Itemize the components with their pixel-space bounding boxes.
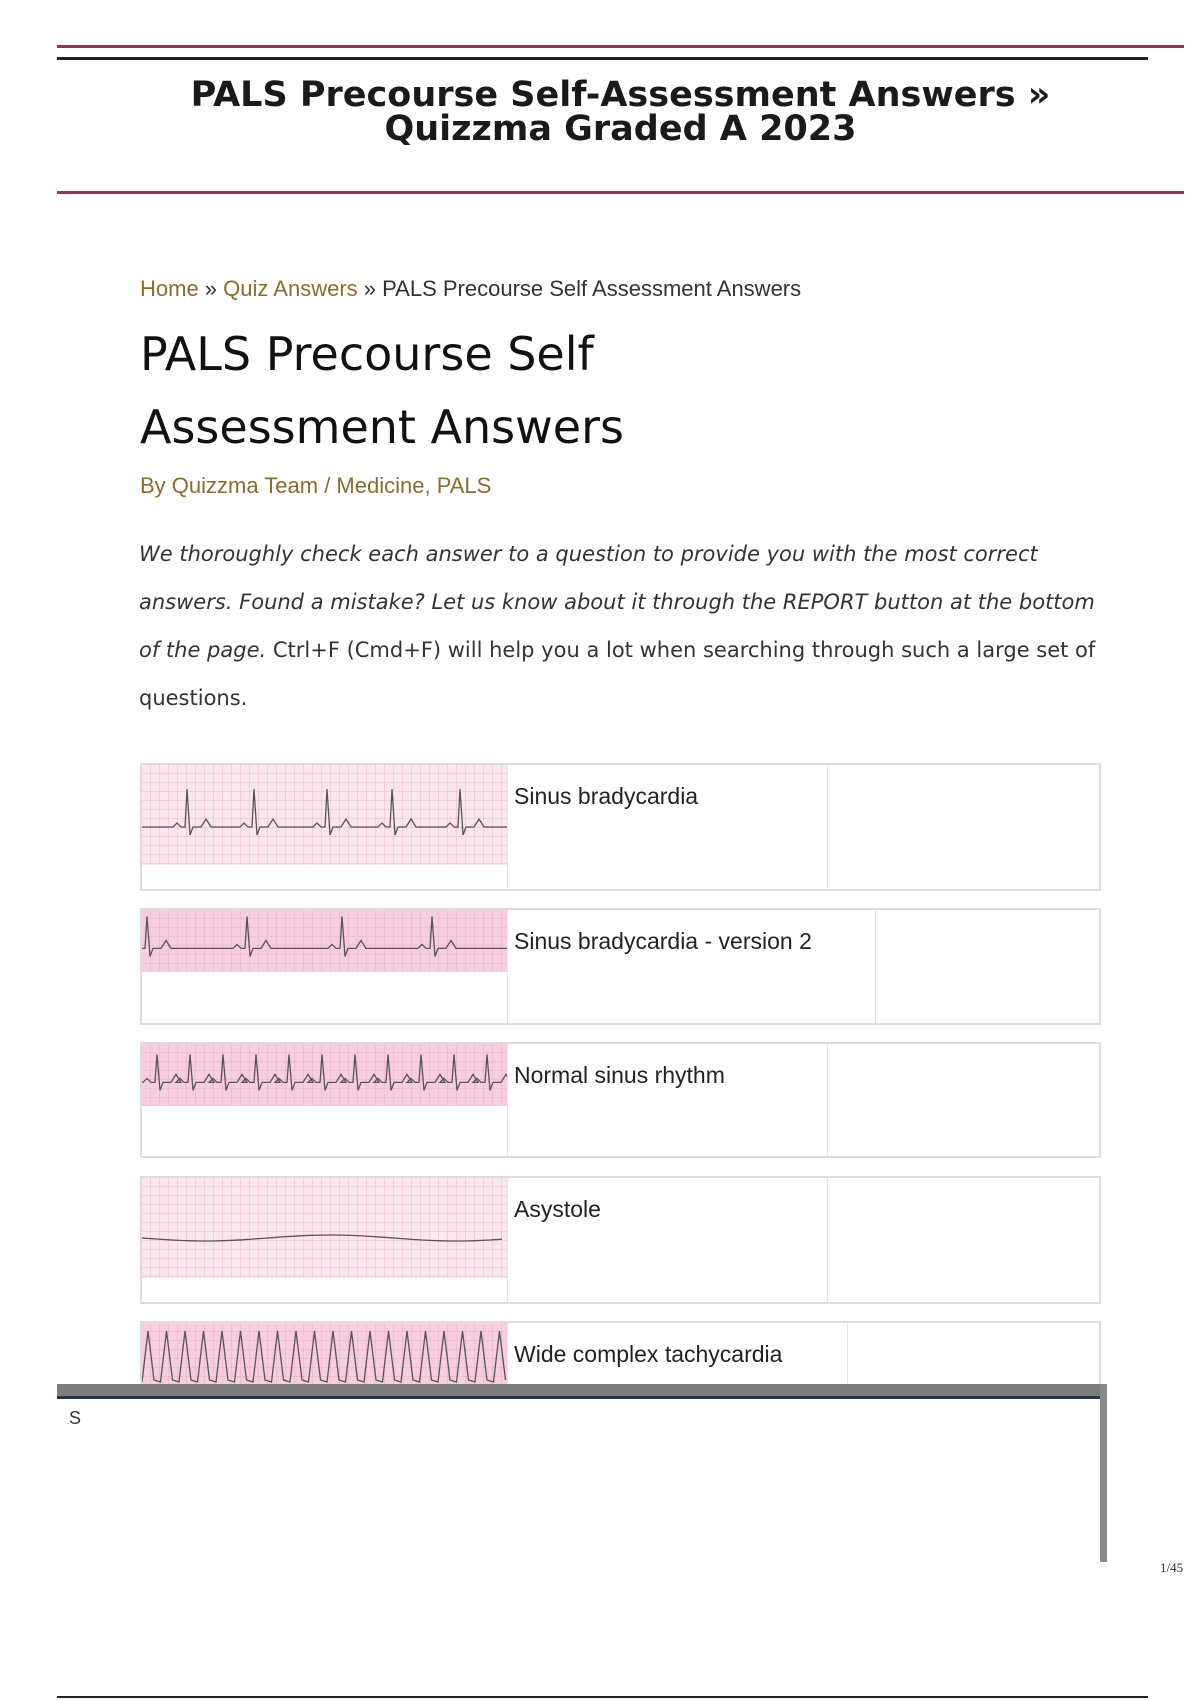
column-divider bbox=[827, 765, 828, 889]
ecg-grid bbox=[142, 910, 507, 972]
answer-row: Sinus bradycardia bbox=[140, 763, 1101, 891]
document-title: PALS Precourse Self-Assessment Answers »… bbox=[57, 75, 1184, 149]
answer-row: Normal sinus rhythm bbox=[140, 1042, 1101, 1158]
document-title-line-1: PALS Precourse Self-Assessment Answers » bbox=[190, 75, 1051, 115]
answer-row: Wide complex tachycardia bbox=[140, 1321, 1101, 1391]
ecg-grid bbox=[142, 1044, 507, 1106]
ecg-grid bbox=[142, 1178, 507, 1278]
column-divider bbox=[827, 1044, 828, 1156]
intro-search-tip: Ctrl+F (Cmd+F) will help you a lot when … bbox=[139, 638, 1096, 710]
page-number: 1/45 bbox=[1160, 1560, 1184, 1575]
top-accent-rule bbox=[57, 45, 1184, 48]
answer-row: Sinus bradycardia - version 2 bbox=[140, 908, 1101, 1025]
page-title: PALS Precourse Self Assessment Answers bbox=[140, 318, 624, 464]
breadcrumb-separator: » bbox=[198, 276, 224, 301]
ecg-trace bbox=[142, 788, 507, 836]
breadcrumb: Home » Quiz Answers » PALS Precourse Sel… bbox=[140, 276, 801, 302]
rhythm-answer-label: Sinus bradycardia - version 2 bbox=[514, 928, 812, 954]
breadcrumb-separator: » bbox=[357, 276, 383, 301]
viewer-toolbar-bar bbox=[57, 1384, 1107, 1399]
ecg-strip-image bbox=[142, 910, 507, 972]
rhythm-answer-label: Normal sinus rhythm bbox=[514, 1062, 725, 1088]
cut-off-text: KS bbox=[57, 1408, 82, 1428]
rhythm-answer-label: Sinus bradycardia bbox=[514, 783, 699, 809]
ecg-trace bbox=[142, 1234, 503, 1242]
intro-paragraph: We thoroughly check each answer to a que… bbox=[139, 530, 1099, 722]
column-divider bbox=[507, 1323, 508, 1389]
byline[interactable]: By Quizzma Team / Medicine, PALS bbox=[140, 473, 492, 498]
answer-row: Asystole bbox=[140, 1176, 1101, 1304]
page-title-line-1: PALS Precourse Self bbox=[140, 327, 594, 381]
ecg-trace bbox=[142, 916, 507, 957]
column-divider bbox=[875, 910, 876, 1023]
column-divider bbox=[507, 910, 508, 1023]
column-divider bbox=[507, 765, 508, 889]
bottom-rule bbox=[57, 1696, 1148, 1698]
page-title-line-2: Assessment Answers bbox=[140, 400, 624, 454]
ecg-strip-image bbox=[142, 1044, 507, 1106]
viewer-scrollbar[interactable] bbox=[1100, 1384, 1107, 1562]
column-divider bbox=[507, 1044, 508, 1156]
title-bottom-rule bbox=[57, 191, 1184, 194]
intro-italic-text: We thoroughly check each answer to a que… bbox=[139, 542, 1095, 662]
rhythm-answer-label: Asystole bbox=[514, 1196, 601, 1222]
breadcrumb-current: PALS Precourse Self Assessment Answers bbox=[382, 276, 802, 301]
breadcrumb-quiz-answers-link[interactable]: Quiz Answers bbox=[223, 276, 358, 301]
top-black-rule bbox=[57, 57, 1148, 60]
column-divider bbox=[847, 1323, 848, 1389]
column-divider bbox=[827, 1178, 828, 1302]
ecg-strip-image bbox=[142, 1323, 507, 1386]
ecg-trace bbox=[142, 1054, 507, 1091]
document-title-line-2: Quizzma Graded A 2023 bbox=[384, 109, 857, 149]
ecg-strip-image bbox=[142, 765, 507, 865]
breadcrumb-home-link[interactable]: Home bbox=[140, 276, 199, 301]
ecg-grid bbox=[142, 765, 507, 865]
ecg-grid bbox=[142, 1323, 507, 1386]
rhythm-answer-label: Wide complex tachycardia bbox=[514, 1341, 783, 1367]
ecg-trace bbox=[142, 1330, 507, 1383]
ecg-strip-image bbox=[142, 1178, 507, 1278]
column-divider bbox=[507, 1178, 508, 1302]
